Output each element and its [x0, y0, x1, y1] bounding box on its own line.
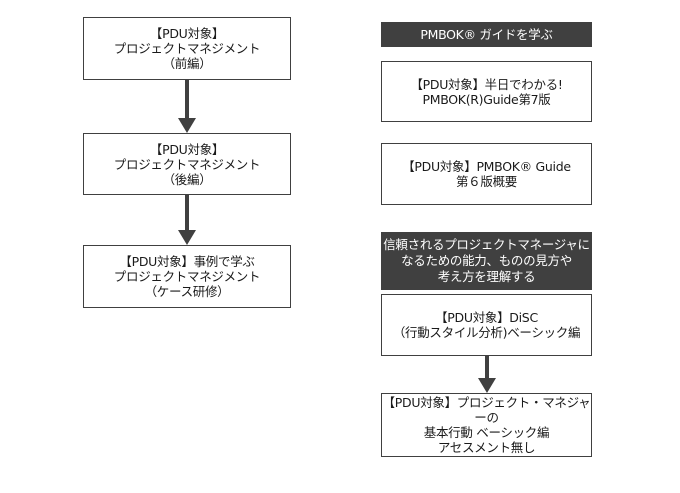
arrow-disc-to-basic: [478, 356, 496, 393]
course-pmbok-6th-overview[interactable]: 【PDU対象】PMBOK® Guide 第６版概要: [381, 143, 592, 205]
course-pm-case-study[interactable]: 【PDU対象】事例で学ぶ プロジェクトマネジメント （ケース研修）: [83, 245, 291, 308]
header-pmbok-guide: PMBOK® ガイドを学ぶ: [381, 22, 592, 47]
course-pm-basic-behavior[interactable]: 【PDU対象】プロジェクト・マネジャーの 基本行動 ベーシック編 アセスメント無…: [381, 393, 592, 457]
arrow-box2-to-box3: [178, 195, 196, 245]
course-pm-part2[interactable]: 【PDU対象】 プロジェクトマネジメント （後編）: [83, 133, 291, 195]
arrow-box1-to-box2: [178, 80, 196, 133]
course-pmbok-7th[interactable]: 【PDU対象】半日でわかる! PMBOK(R)Guide第7版: [381, 61, 592, 122]
header-trusted-pm: 信頼されるプロジェクトマネージャに なるための能力、ものの見方や 考え方を理解す…: [381, 232, 592, 290]
course-disc-basic[interactable]: 【PDU対象】DiSC （行動スタイル分析)ベーシック編: [381, 294, 592, 356]
course-pm-part1[interactable]: 【PDU対象】 プロジェクトマネジメント （前編）: [83, 17, 291, 80]
